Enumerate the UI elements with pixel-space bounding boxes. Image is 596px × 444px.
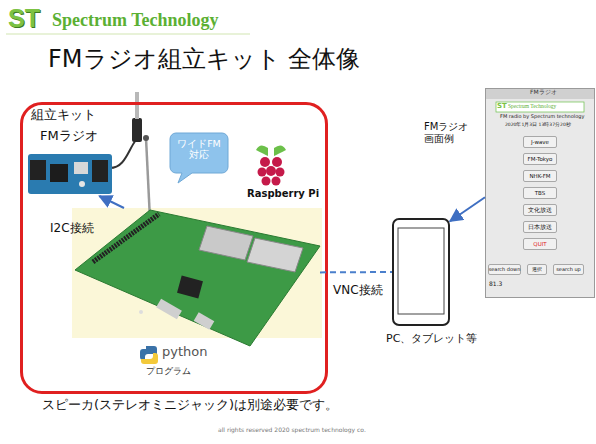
slide-title: FMラジオ組立キット 全体像 [48, 46, 360, 74]
connector [320, 271, 392, 273]
button-label: QUIT [533, 241, 546, 247]
button-label: TBS [535, 190, 546, 196]
raspberry-logo [256, 145, 286, 185]
app-heading: FM radio by Spectrum technology [500, 114, 584, 120]
logo-text: Spectrum Technology [52, 10, 219, 31]
button-label: 日本放送 [528, 224, 552, 230]
connector [450, 197, 485, 221]
frequency-value: 81.3 [489, 281, 502, 288]
search-button: search up [553, 264, 584, 275]
node-label: Raspberry Pi [247, 188, 319, 200]
python-text: python [162, 345, 207, 360]
connector-label: VNC接続 [333, 284, 383, 298]
station-button: TBS [523, 187, 557, 199]
button-label: 文化放送 [528, 207, 552, 213]
station-button: 日本放送 [523, 221, 557, 233]
raspberry-pi-board-shape [75, 208, 320, 348]
button-label: 選択 [532, 267, 542, 273]
cable [110, 140, 136, 168]
search-button: search down [488, 264, 521, 275]
button-label: J-wave [531, 139, 549, 145]
node-label: 組立キット [31, 108, 96, 123]
plug-pin [135, 92, 139, 119]
station-button: NHK-FM [523, 170, 557, 182]
window-title: FMラジオ [530, 89, 557, 96]
station-button: J-wave [523, 136, 557, 148]
button-label: FM-Tokyo [528, 156, 553, 162]
note-caption: スピーカ(ステレオミニジャック)は別途必要です。 [42, 398, 338, 413]
node-label: ワイドFM 対応 [175, 139, 223, 161]
logo-mark: ST [8, 4, 40, 33]
feature-callout: ワイドFM 対応 [170, 133, 228, 175]
logo-rule [6, 33, 250, 35]
app-screen-window: FMラジオ 画面例J-waveFM-TokyoNHK-FMTBS文化放送日本放送… [485, 88, 595, 298]
button-label: search down [489, 267, 521, 273]
connector-label: I2C接続 [50, 222, 94, 236]
button-label: NHK-FM [529, 173, 550, 179]
station-button: QUIT [523, 238, 557, 250]
mini-logo-mark: ST [497, 102, 507, 110]
antenna-tip [143, 135, 149, 141]
plug-body [132, 118, 142, 142]
python-logo [140, 346, 158, 364]
app-datetime: 2020年1月3日 13時37分20秒 [505, 122, 571, 127]
station-button: 文化放送 [523, 204, 557, 216]
select-button: 選択 [527, 264, 547, 275]
node-label: FMラジオ [40, 129, 98, 144]
mini-logo-text: Spectrum Technology [508, 103, 556, 109]
tablet-device-shape [392, 218, 450, 326]
station-button: FM-Tokyo [523, 153, 557, 165]
button-label: search up [556, 267, 581, 273]
node-label: PC、タブレット等 [386, 333, 477, 346]
radio-module-shape [28, 150, 112, 196]
copyright: all rights reserved 2020 spectrum techno… [218, 427, 366, 434]
node-label: FMラジオ 画面例 [424, 121, 478, 144]
python-caption: プログラム [146, 366, 191, 376]
raspberry-pi-board: Raspberry Pi [75, 208, 320, 348]
tablet-device: PC、タブレット等 [392, 218, 450, 326]
connector [99, 196, 124, 208]
radio-module: FMラジオ [28, 150, 112, 196]
